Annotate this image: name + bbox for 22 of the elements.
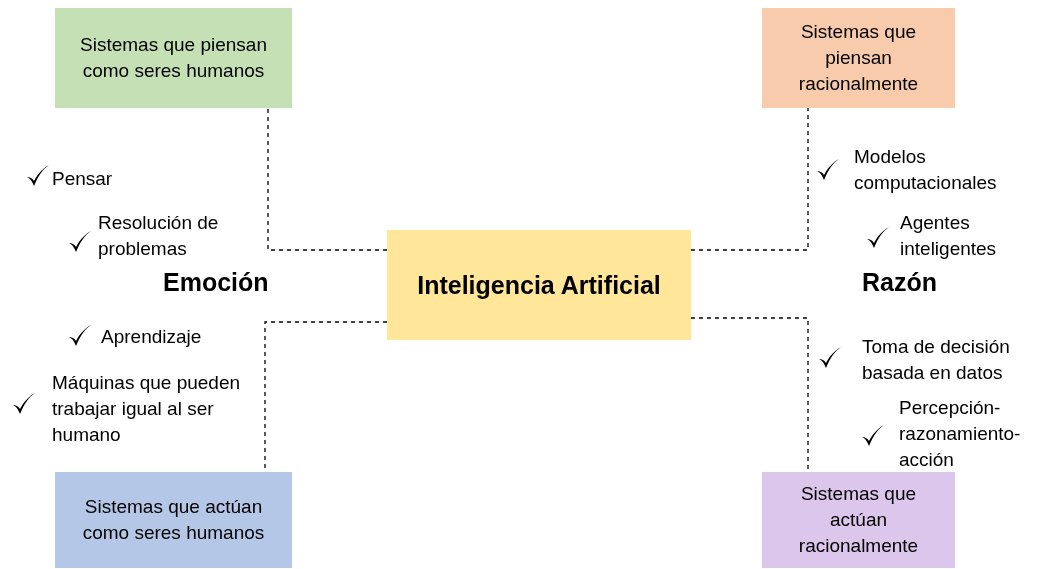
list-item-text: Máquinas que pueden trabajar igual al ser humano	[52, 371, 242, 447]
list-item-text: Pensar	[52, 167, 113, 191]
category-heading: Razón	[862, 267, 937, 298]
list-item-text: Toma de decisión basada en datos	[862, 335, 1011, 385]
dashed-connector	[267, 107, 388, 251]
list-item-text: Modelos computacionales	[854, 145, 998, 195]
category-box	[55, 8, 292, 108]
list-item-text: Percepción-razonamiento-acción	[899, 396, 1022, 472]
box-label: Inteligencia Artificial	[417, 270, 661, 301]
list-item-text: Agentes inteligentes	[900, 211, 998, 261]
box-label: Sistemas que actúan como seres humanos	[81, 495, 266, 545]
category-box	[762, 8, 955, 108]
category-box	[55, 472, 292, 568]
box-label: Sistemas que actúan racionalmente	[797, 482, 920, 558]
category-heading: Emoción	[163, 267, 269, 298]
central-concept-box	[387, 230, 691, 340]
dashed-connector	[690, 107, 809, 251]
list-item-text: Aprendizaje	[101, 325, 202, 349]
box-label: Sistemas que piensan racionalmente	[797, 20, 920, 96]
box-label: Sistemas que piensan como seres humanos	[79, 33, 268, 83]
category-box	[762, 472, 955, 568]
list-item-text: Resolución de problemas	[98, 211, 220, 261]
